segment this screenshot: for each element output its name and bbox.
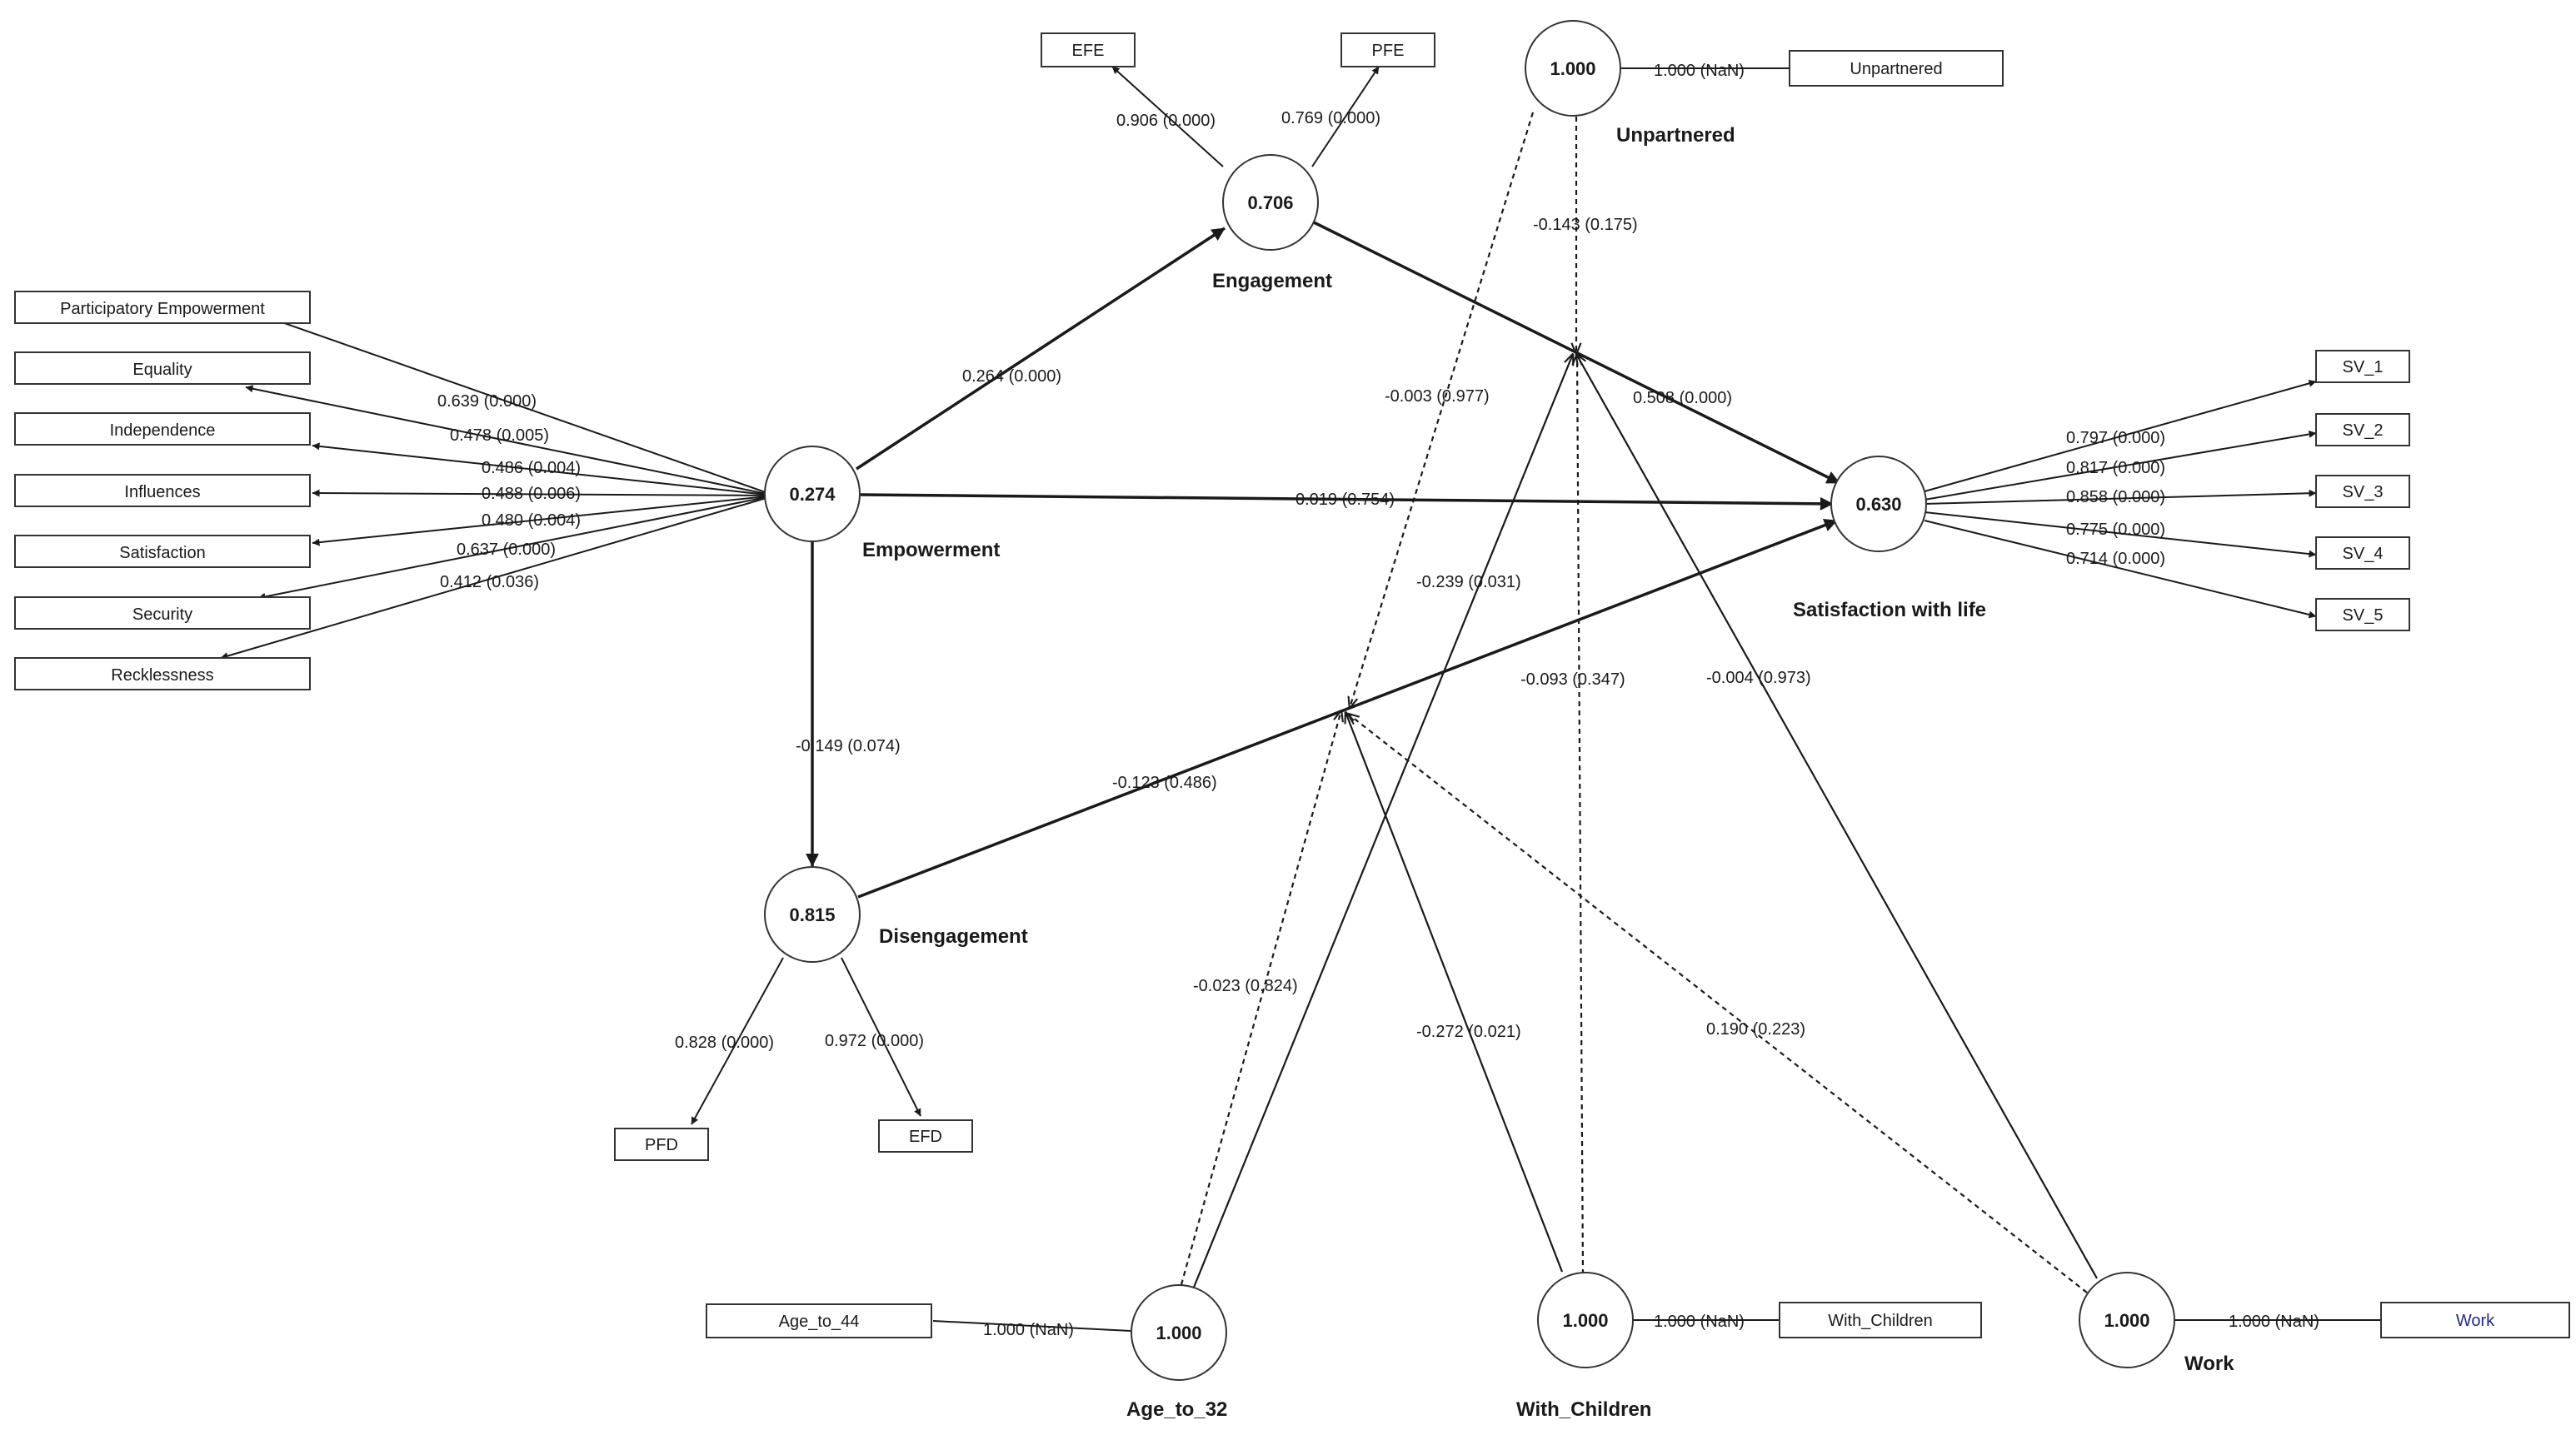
moderation-solid-lines	[1190, 354, 2098, 1294]
empowerment-loading-lines	[220, 306, 776, 660]
indicator-equality: Equality	[132, 361, 192, 379]
indicator-security: Security	[132, 605, 192, 624]
path-label: 0.019 (0.754)	[1295, 491, 1395, 509]
loading-label: 0.817 (0.000)	[2066, 459, 2165, 477]
work-name: Work	[2184, 1353, 2234, 1375]
loading-label: 1.000 (NaN)	[1654, 62, 1745, 80]
latent-names: Empowerment Engagement Disengagement Sat…	[862, 124, 2234, 1421]
indicator-boxes	[14, 32, 2570, 1338]
indicator-participatory-empowerment: Participatory Empowerment	[60, 300, 265, 318]
loading-label: 0.478 (0.005)	[450, 426, 549, 445]
path-label: -0.239 (0.031)	[1416, 573, 1521, 591]
satisfaction-name: Satisfaction with life	[1793, 599, 1986, 621]
indicator-age-to-44: Age_to_44	[779, 1313, 860, 1331]
empowerment-r2: 0.274	[789, 484, 836, 505]
path-label: 0.264 (0.000)	[962, 367, 1061, 386]
indicator-sv1: SV_1	[2343, 358, 2384, 376]
loading-label: 0.486 (0.004)	[482, 459, 581, 477]
engagement-name: Engagement	[1212, 270, 1332, 292]
unpartnered-value: 1.000	[1550, 58, 1595, 79]
indicator-efd: EFD	[909, 1128, 942, 1146]
indicator-sv4: SV_4	[2343, 545, 2384, 563]
indicator-work: Work	[2456, 1312, 2495, 1330]
path-label: -0.149 (0.074)	[796, 737, 901, 755]
indicator-recklessness: Recklessness	[111, 666, 213, 685]
indicator-independence: Independence	[110, 421, 216, 440]
indicator-pfe: PFE	[1372, 42, 1405, 60]
satisfaction-r2: 0.630	[1855, 494, 1901, 515]
indicator-unpartnered: Unpartnered	[1850, 60, 1942, 78]
loading-label: 0.714 (0.000)	[2066, 550, 2165, 568]
indicator-satisfaction: Satisfaction	[119, 544, 205, 562]
indicator-sv3: SV_3	[2343, 483, 2384, 501]
path-label: -0.003 (0.977)	[1385, 387, 1490, 406]
work-value: 1.000	[2104, 1310, 2149, 1331]
empowerment-name: Empowerment	[862, 539, 1000, 561]
loading-label: 0.412 (0.036)	[440, 573, 539, 591]
loading-label: 0.972 (0.000)	[825, 1032, 924, 1050]
indicator-labels: Participatory Empowerment Equality Indep…	[60, 42, 2495, 1331]
loading-label: 1.000 (NaN)	[983, 1321, 1074, 1339]
unpartnered-name: Unpartnered	[1616, 124, 1735, 147]
path-label: -0.004 (0.973)	[1706, 669, 1811, 687]
loading-label: 0.858 (0.000)	[2066, 488, 2165, 506]
path-label: -0.272 (0.021)	[1416, 1023, 1521, 1041]
loading-label: 0.480 (0.004)	[482, 511, 581, 530]
indicator-with-children: With_Children	[1828, 1312, 1933, 1330]
path-label: -0.023 (0.824)	[1193, 977, 1298, 995]
loading-label: 0.769 (0.000)	[1281, 109, 1380, 127]
disengagement-loading-lines	[691, 957, 921, 1125]
loading-label: 0.488 (0.006)	[482, 485, 581, 503]
indicator-efe: EFE	[1072, 42, 1105, 60]
latent-values: 0.274 0.706 0.815 0.630 1.000 1.000 1.00…	[789, 58, 2149, 1343]
age-to-32-name: Age_to_32	[1126, 1398, 1227, 1421]
path-label: 0.190 (0.223)	[1706, 1020, 1805, 1039]
path-labels: 0.264 (0.000) 0.508 (0.000) 0.019 (0.754…	[796, 216, 1811, 1041]
indicator-sv2: SV_2	[2343, 421, 2384, 440]
disengagement-r2: 0.815	[789, 904, 835, 925]
path-label: -0.123 (0.486)	[1112, 774, 1217, 792]
age-to-32-value: 1.000	[1156, 1323, 1201, 1343]
path-label: -0.093 (0.347)	[1520, 670, 1625, 689]
engagement-r2: 0.706	[1247, 192, 1293, 213]
loading-label: 0.828 (0.000)	[675, 1034, 774, 1052]
single-item-lines	[932, 67, 2381, 1332]
indicator-pfd: PFD	[645, 1136, 678, 1154]
loading-label: 0.639 (0.000)	[437, 392, 537, 411]
path-label: -0.143 (0.175)	[1533, 216, 1638, 234]
loading-labels: 0.639 (0.000) 0.478 (0.005) 0.486 (0.004…	[437, 62, 2319, 1339]
loading-label: 0.797 (0.000)	[2066, 429, 2165, 447]
loading-label: 1.000 (NaN)	[2229, 1313, 2319, 1331]
indicator-sv5: SV_5	[2343, 606, 2384, 625]
engagement-loading-lines	[1111, 66, 1380, 167]
loading-label: 1.000 (NaN)	[1654, 1313, 1745, 1331]
with-children-value: 1.000	[1562, 1310, 1608, 1331]
moderation-dashed-lines	[1177, 112, 2088, 1294]
indicator-influences: Influences	[124, 483, 200, 501]
path-label: 0.508 (0.000)	[1633, 389, 1732, 407]
loading-label: 0.637 (0.000)	[457, 541, 556, 559]
satisfaction-loading-lines	[1924, 379, 2317, 619]
disengagement-name: Disengagement	[879, 925, 1028, 948]
with-children-name: With_Children	[1516, 1398, 1651, 1421]
latent-circles	[764, 20, 2175, 1381]
loading-label: 0.775 (0.000)	[2066, 521, 2165, 539]
loading-label: 0.906 (0.000)	[1116, 112, 1216, 130]
